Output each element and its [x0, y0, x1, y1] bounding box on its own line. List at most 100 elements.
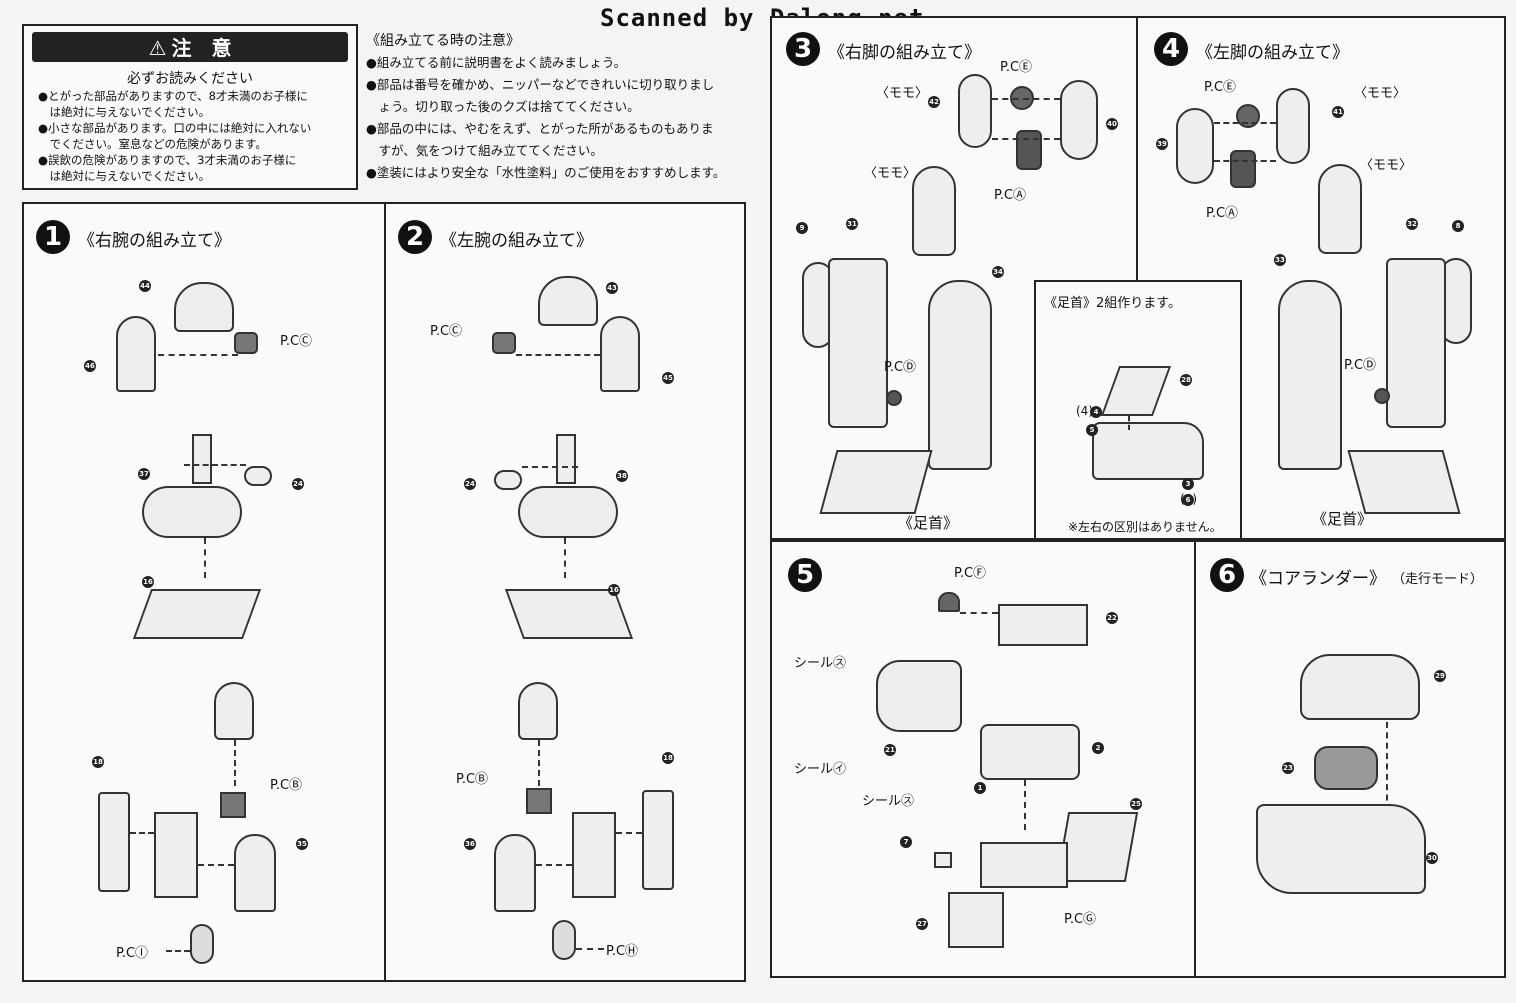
ashikubi-note: ※左右の区別はありません。	[1068, 520, 1222, 534]
part-number: 44	[139, 280, 151, 292]
polycap-d	[1374, 388, 1390, 404]
pc-b-label: P.CⒷ	[456, 772, 489, 787]
shoulder-armor-45	[600, 316, 640, 392]
canopy-part-29	[1300, 654, 1420, 720]
shoulder-part-44	[174, 282, 234, 332]
part-27	[948, 892, 1004, 948]
polycap-h	[552, 920, 576, 960]
pc-a-label: P.CⒶ	[1206, 206, 1239, 221]
part-number: 38	[616, 470, 628, 482]
part-number: 25	[1130, 798, 1142, 810]
part-number: 16	[142, 576, 154, 588]
momo-label: 〈モモ〉	[876, 86, 929, 101]
part-number: 1	[974, 782, 986, 794]
step1-panel: 1 《右腕の組み立て》 P.CⒸ P.CⒷ P.CⒾ 44 46 37 24 1…	[22, 202, 386, 982]
pc-d-label: P.CⒹ	[1344, 358, 1377, 373]
polycap-b	[220, 792, 246, 818]
foot-cover-28	[1100, 366, 1172, 416]
thigh-assembly	[912, 166, 956, 256]
frame-part-25	[1055, 812, 1139, 882]
note-line: ●組み立てる前に説明書をよく読みましょう。	[366, 55, 627, 70]
step6-title: 《コアランダー》	[1250, 569, 1386, 589]
clip-part-24	[244, 466, 272, 486]
part-number: 42	[928, 96, 940, 108]
part-number: 36	[464, 838, 476, 850]
polycap-b	[526, 788, 552, 814]
part-number: 24	[292, 478, 304, 490]
leg-frame-32	[1386, 258, 1446, 428]
warning-line: でください。窒息などの危険があります。	[38, 137, 267, 151]
arm-shell-36	[494, 834, 536, 912]
hand-part	[518, 682, 558, 740]
note-line: ●部品は番号を確かめ、ニッパーなどできれいに切り取りまし	[366, 77, 715, 92]
polycap-a	[1016, 130, 1042, 170]
clip-part-24	[494, 470, 522, 490]
pc-h-label: P.CⒽ	[606, 944, 639, 959]
part-number: 16	[608, 584, 620, 596]
warning-subtitle: 必ずお読みください	[127, 71, 253, 87]
warning-triangle-icon: ⚠	[148, 36, 167, 60]
polycap-a	[1230, 150, 1256, 188]
hinge-part	[556, 434, 576, 484]
part-number: 3	[1182, 478, 1194, 490]
part-number: 28	[1180, 374, 1192, 386]
thigh-part-42	[958, 74, 992, 148]
part-number: 29	[1434, 670, 1446, 682]
ashikubi-box-title: 《足首》2組作ります。	[1044, 296, 1181, 311]
ashikubi-subpanel: 《足首》2組作ります。 (4) (6) ※左右の区別はありません。 28 4 5…	[1034, 280, 1242, 540]
part-number: 22	[1106, 612, 1118, 624]
arm-shell-35	[234, 834, 276, 912]
part-number: 21	[884, 744, 896, 756]
body-part-2	[980, 724, 1080, 780]
part-number: 40	[1106, 118, 1118, 130]
part-number: 7	[900, 836, 912, 848]
ashikubi-label: 《足首》	[1312, 510, 1373, 528]
thigh-assembly	[1318, 164, 1362, 254]
chassis-part	[980, 842, 1068, 888]
chassis-part-30	[1256, 804, 1426, 894]
forearm-part-16	[132, 589, 262, 639]
leg-frame-31	[828, 258, 888, 428]
warning-line: は絶対に与えないでください。	[38, 169, 211, 183]
foot-base	[1092, 422, 1204, 480]
part-7	[934, 852, 952, 868]
elbow-joint-37	[142, 486, 242, 538]
polycap-d	[886, 390, 902, 406]
pc-c-label: P.CⒸ	[430, 324, 463, 339]
part-number: 43	[606, 282, 618, 294]
part-number: 30	[1426, 852, 1438, 864]
step1-number: 1	[36, 220, 70, 254]
step6-panel: 6 《コアランダー》 （走行モード） 29 23 30	[1194, 540, 1506, 978]
step5-panel: 5 P.CⒻ シール㋜ シール㋑ シール㋜ P.CⒼ 22 21 2 1 7 2…	[770, 540, 1196, 978]
step4-panel: 4 《左脚の組み立て》 P.CⒺ 〈モモ〉 P.CⒶ 〈モモ〉 P.CⒹ 《足首…	[1136, 16, 1506, 540]
pc-i-label: P.CⒾ	[116, 946, 149, 961]
arm-shell-18	[98, 792, 130, 892]
pc-e-label: P.CⒺ	[1000, 60, 1033, 75]
part-number: 34	[992, 266, 1004, 278]
pc-a-label: P.CⒶ	[994, 188, 1027, 203]
polycap-e	[1236, 104, 1260, 128]
part-number: 9	[796, 222, 808, 234]
step6-mode: （走行モード）	[1392, 572, 1484, 587]
pc-f-label: P.CⒻ	[954, 566, 987, 581]
warning-line: ●誤飲の危険がありますので、3才未満のお子様に	[38, 153, 297, 167]
note-line: ●塗装にはより安全な「水性塗料」のご使用をおすすめします。	[366, 165, 726, 180]
part-number: 6	[1182, 494, 1194, 506]
leg-shell-34	[928, 280, 992, 470]
step3-panel: 3 《右脚の組み立て》 〈モモ〉 P.CⒺ P.CⒶ 〈モモ〉 P.CⒹ 《足首…	[770, 16, 1138, 540]
polycap-c	[492, 332, 516, 354]
part-number: 45	[662, 372, 674, 384]
part-number: 33	[1274, 254, 1286, 266]
step4-title: 《左脚の組み立て》	[1196, 43, 1349, 63]
part-number: 18	[662, 752, 674, 764]
warning-line: ●小さな部品があります。口の中には絶対に入れない	[38, 121, 312, 135]
warning-title: 注 意	[171, 36, 232, 60]
seal-i-label: シール㋑	[794, 762, 847, 777]
thigh-part-40	[1060, 80, 1098, 160]
step3-title: 《右脚の組み立て》	[828, 43, 981, 63]
assembly-notes: 《組み立てる時の注意》 ●組み立てる前に説明書をよく読みましょう。 ●部品は番号…	[366, 30, 746, 184]
step2-title: 《左腕の組み立て》	[440, 231, 593, 251]
part-number: 37	[138, 468, 150, 480]
polycap-f	[938, 592, 960, 612]
momo-label: 〈モモ〉	[1354, 86, 1407, 101]
